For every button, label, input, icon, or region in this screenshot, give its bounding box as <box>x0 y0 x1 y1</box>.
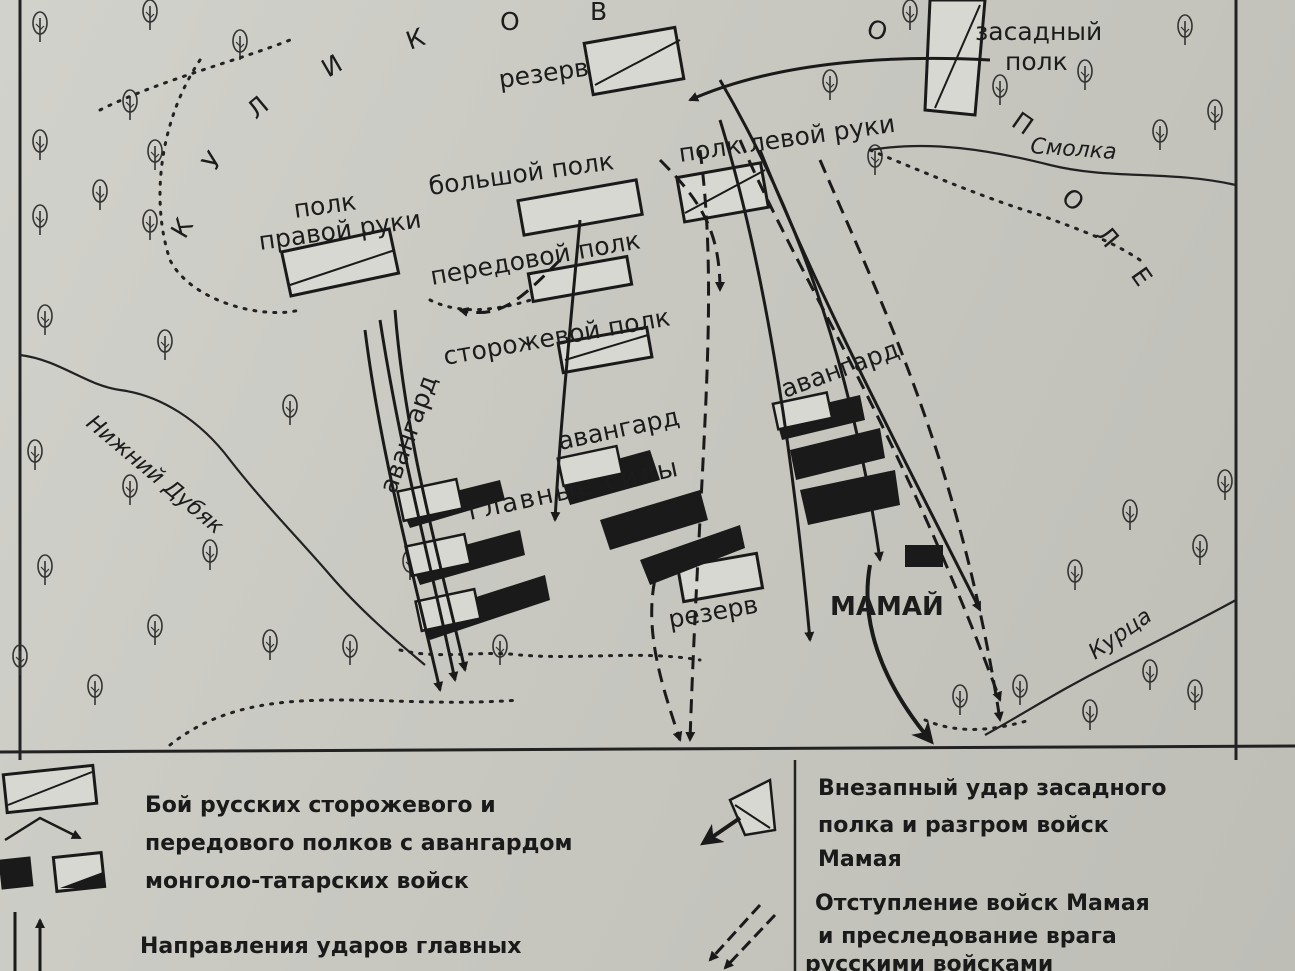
legend-item1-line2: передового полков с авангардом <box>145 831 573 856</box>
field-letter-6: В <box>590 0 607 26</box>
big-regiment <box>516 178 644 237</box>
field-letter-0: К <box>165 213 199 243</box>
forest-trees <box>12 0 1233 731</box>
field-letter-10: Л <box>1090 220 1124 253</box>
river-label-kurtsa: Курца <box>1084 604 1157 665</box>
field-letter-4: К <box>402 22 429 55</box>
map-border-bottom <box>0 744 1295 754</box>
legend-item3-line2: полка и разгром войск <box>818 813 1109 838</box>
legend-item3-line3: Мамая <box>818 847 902 872</box>
legend-item4-line3: русскими войсками <box>805 952 1053 971</box>
field-letter-9: О <box>1056 182 1090 217</box>
field-letter-5: О <box>500 7 520 36</box>
label-reserve-top: резерв <box>497 53 591 94</box>
label-mamai: МАМАЙ <box>830 590 944 622</box>
dotted-boundaries <box>98 38 1142 747</box>
field-letter-3: И <box>317 49 348 83</box>
field-letter-1: У <box>196 146 228 175</box>
reserve-top <box>582 25 686 97</box>
legend-item1-line3: монголо-татарских войск <box>145 869 469 894</box>
regiment-diagonals <box>289 4 981 361</box>
attack-arrows <box>363 56 991 692</box>
label-left-hand: полк левой руки <box>677 109 897 168</box>
legend-symbol-mongol-1 <box>0 856 34 890</box>
label-zasadny-line1: засадный <box>975 17 1102 46</box>
forward-regiment <box>526 254 634 304</box>
river-label-smolka: Смолка <box>1030 134 1118 165</box>
label-zasadny-line2: полк <box>1005 47 1068 76</box>
field-letter-11: Е <box>1125 262 1158 292</box>
legend-item1-line1: Бой русских сторожевого и <box>145 793 496 818</box>
big-arrow <box>865 564 934 745</box>
legend-item4-line2: и преследование врага <box>818 924 1117 949</box>
label-vanguard-center: авангард <box>555 402 682 456</box>
legend-item4-line1: Отступление войск Мамая <box>815 891 1150 916</box>
river-nizhny-dubyak <box>19 353 426 666</box>
river-kurtsa <box>984 599 1237 736</box>
field-letter-7: О <box>863 13 891 47</box>
guard-regiment <box>556 325 654 375</box>
river-label-nizhny-dubyak: Нижний Дубяк <box>81 410 229 539</box>
label-reserve-bottom: резерв <box>666 590 760 634</box>
legend-item2-line1: Направления ударов главных <box>140 934 521 959</box>
label-vanguard-left: авангард <box>373 371 442 497</box>
river-smolka <box>869 144 1237 187</box>
pursuit-arrows <box>458 139 1004 742</box>
legend: Бой русских сторожевого и передового пол… <box>0 763 1166 971</box>
legend-item3-line1: Внезапный удар засадного <box>818 776 1166 801</box>
field-letter-2: Л <box>241 90 274 124</box>
